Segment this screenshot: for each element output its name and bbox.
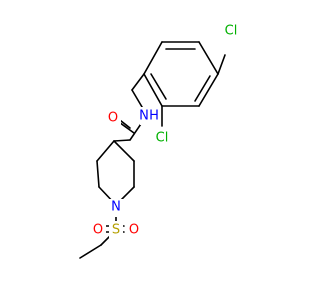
bond: [150, 73, 167, 100]
bond: [96, 140, 115, 162]
bond: [143, 73, 163, 107]
structure-svg: Cl Cl N H O N S O O: [79, 22, 242, 259]
atom-cl-mid: Cl: [156, 131, 169, 146]
bond: [113, 140, 135, 162]
bond: [143, 41, 163, 75]
bond: [100, 235, 111, 246]
atom-o-left: O: [93, 223, 103, 238]
atom-cl-top: Cl: [225, 24, 238, 39]
bond: [217, 54, 226, 75]
bond: [79, 244, 102, 259]
atom-o-right: O: [129, 223, 139, 238]
atom-s: S: [112, 223, 120, 238]
atom-o-amide: O: [108, 111, 118, 126]
bond: [194, 75, 211, 102]
bond: [113, 139, 131, 142]
bond: [198, 73, 219, 107]
atom-labels: Cl Cl N H O N S O O: [90, 22, 242, 239]
atom-n-ring: N: [111, 200, 121, 215]
bond: [131, 73, 145, 91]
molecule-diagram: Cl Cl N H O N S O O: [79, 22, 242, 259]
atom-n-amide: N: [139, 109, 149, 124]
bond: [96, 160, 100, 188]
bond: [198, 41, 219, 75]
atom-h: H: [149, 109, 159, 124]
